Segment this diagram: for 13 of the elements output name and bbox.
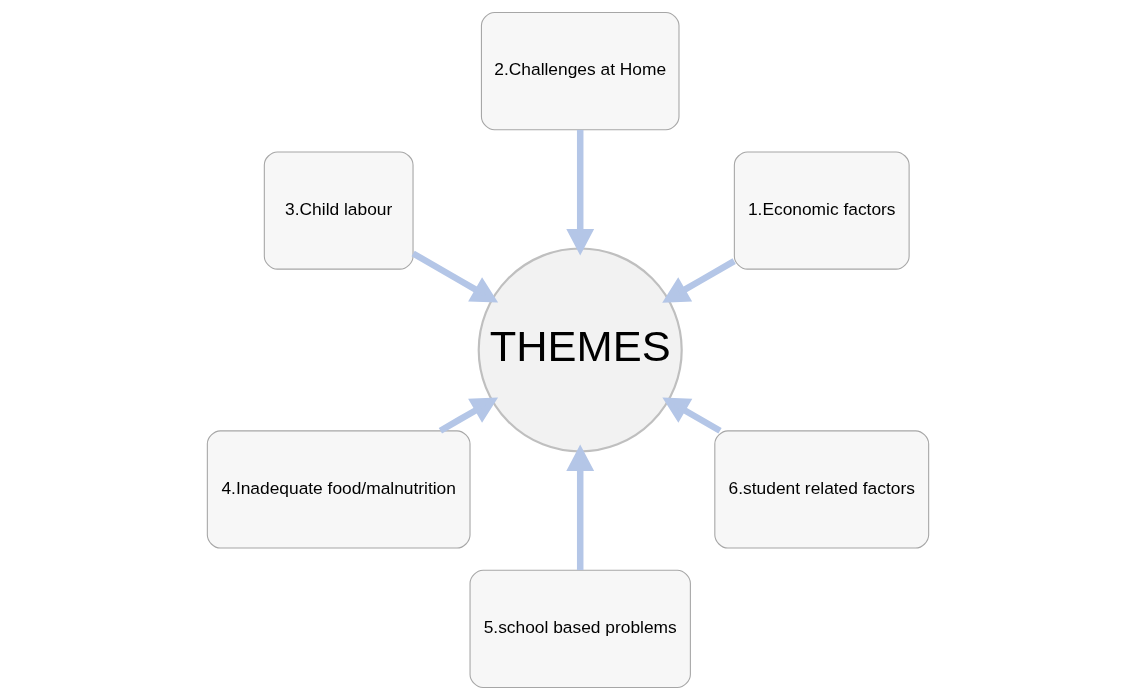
arrow <box>565 444 594 571</box>
node-circle: THEMES <box>477 247 683 453</box>
arrow <box>438 397 498 434</box>
arrow <box>661 258 736 303</box>
arrow <box>565 129 594 256</box>
arrow <box>411 250 498 303</box>
node-box: 1.Economic factors <box>733 151 910 270</box>
node-box: 4.Inadequate food/malnutrition <box>206 430 471 549</box>
node-box: 5.school based problems <box>469 569 691 689</box>
node-box: 3.Child labour <box>263 151 414 270</box>
node-box: 6.student related factors <box>713 430 929 549</box>
arrow <box>661 397 722 434</box>
node-box: 2.Challenges at Home <box>480 11 680 131</box>
